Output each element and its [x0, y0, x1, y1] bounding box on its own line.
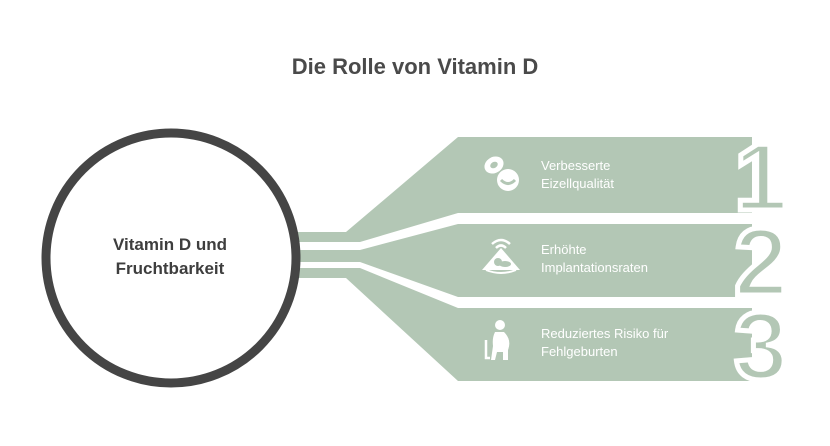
item-1-line1: Verbesserte	[541, 158, 611, 173]
band-3	[288, 268, 752, 381]
band-1	[288, 137, 752, 242]
item-text-1: Verbesserte Eizellqualität	[541, 157, 716, 193]
number-1: 1	[734, 124, 787, 231]
item-1-line2: Eizellqualität	[541, 176, 614, 191]
item-text-2: Erhöhte Implantationsraten	[541, 241, 716, 277]
pregnant-person-icon	[484, 320, 510, 360]
item-text-3: Reduziertes Risiko für Fehlgeburten	[541, 325, 716, 361]
number-3: 3	[734, 293, 787, 400]
diagram-title: Die Rolle von Vitamin D	[291, 54, 539, 79]
center-circle	[41, 128, 301, 388]
center-label-line1: Vitamin D und	[113, 235, 227, 254]
ultrasound-icon	[482, 238, 520, 274]
item-3-line2: Fehlgeburten	[541, 344, 618, 359]
center-label: Vitamin D und Fruchtbarkeit	[60, 233, 280, 281]
number-2: 2	[734, 209, 787, 316]
item-2-line1: Erhöhte	[541, 242, 587, 257]
item-2-line2: Implantationsraten	[541, 260, 648, 275]
center-label-line2: Fruchtbarkeit	[115, 259, 225, 278]
band-2	[288, 224, 752, 297]
cells-icon	[484, 156, 519, 191]
item-3-line1: Reduziertes Risiko für	[541, 326, 669, 341]
